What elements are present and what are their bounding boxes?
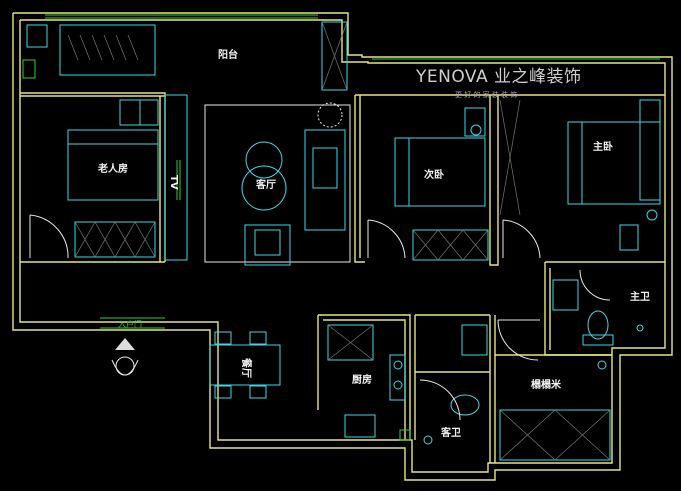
balcony-cabinet	[321, 21, 348, 91]
wardrobe-balcony	[59, 24, 156, 76]
room-label-guest-bath: 客卫	[440, 426, 461, 439]
balcony-windows	[45, 14, 660, 329]
room-label-living-room: 客厅	[255, 178, 276, 191]
interior-walls	[20, 92, 665, 463]
room-label-master-bath: 主卫	[630, 290, 650, 303]
room-label-second-bedroom: 次卧	[424, 168, 444, 181]
dining-table	[209, 331, 281, 399]
entrance-door-label: 入户门	[118, 319, 142, 329]
master-bath-fixtures	[552, 269, 644, 346]
room-label-dining-room: 餐厅	[240, 357, 253, 378]
living-room-furniture: TV	[164, 94, 351, 266]
room-label-master-bedroom: 主卧	[593, 140, 613, 153]
entrance-arrow-icon	[111, 338, 139, 376]
tatami-platform	[497, 319, 611, 461]
washer	[22, 24, 48, 79]
second-bedroom-furniture	[367, 107, 489, 261]
elder-room-furniture	[29, 99, 159, 259]
brand-logo: YENOVA 业之峰装饰 更 好 的 家 装 装 饰	[415, 67, 582, 99]
logo-text: YENOVA 业之峰装饰	[415, 67, 582, 87]
room-label-elder-room: 老人房	[97, 162, 128, 175]
logo-tagline: 更 好 的 家 装 装 饰	[455, 90, 517, 99]
room-label-tatami: 榻榻米	[531, 378, 562, 391]
guest-bath-fixtures	[419, 324, 488, 445]
tv-label: TV	[168, 175, 179, 190]
master-bedroom-furniture	[499, 99, 661, 259]
exterior-walls	[12, 12, 673, 481]
room-label-kitchen: 厨房	[352, 373, 372, 386]
room-label-balcony: 阳台	[218, 48, 238, 61]
kitchen-fixtures	[327, 324, 411, 441]
